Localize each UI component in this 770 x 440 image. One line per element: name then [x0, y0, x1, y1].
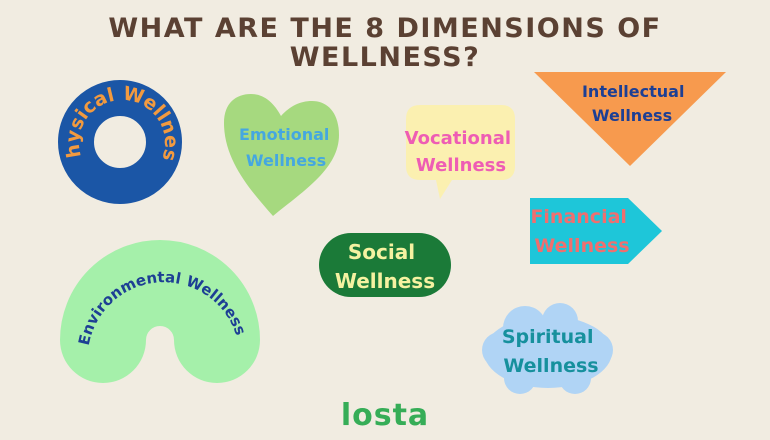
svg-text:Emotional Wellness: Emotional Wellness — [239, 125, 335, 170]
page-title: WHAT ARE THE 8 DIMENSIONS OF WELLNESS? — [0, 14, 770, 72]
vocational-label-1: Vocational — [405, 128, 511, 149]
social-wellness: Social Wellness — [319, 233, 451, 297]
svg-text:Intellectual Wellness: Intellectual Wellness — [582, 82, 690, 125]
svg-text:Social Wellness: Social Wellness — [335, 240, 435, 293]
financial-wellness: Financial Wellness — [530, 198, 662, 264]
spiritual-label-2: Wellness — [503, 355, 598, 377]
physical-wellness: Physical Wellness — [0, 0, 182, 204]
environmental-wellness: Environmental Wellness — [60, 240, 260, 383]
physical-ring — [58, 80, 182, 204]
intellectual-label-2: Wellness — [592, 106, 672, 125]
svg-text:Vocational Wellness: Vocational Wellness — [405, 128, 518, 176]
losta-logo: losta — [340, 398, 430, 433]
emotional-wellness: Emotional Wellness — [224, 94, 339, 216]
financial-label-2: Wellness — [534, 235, 629, 257]
spiritual-wellness: Spiritual Wellness — [482, 303, 613, 394]
vocational-wellness: Vocational Wellness — [405, 105, 518, 199]
svg-text:Financial Wellness: Financial Wellness — [530, 206, 633, 257]
financial-label-1: Financial — [530, 206, 626, 228]
environmental-arch — [60, 240, 260, 383]
title-line-2: WELLNESS? — [289, 42, 481, 73]
social-label-1: Social — [348, 240, 415, 264]
emotional-label-1: Emotional — [239, 125, 329, 144]
financial-arrow — [530, 198, 662, 264]
intellectual-wellness: Intellectual Wellness — [534, 72, 726, 166]
social-pill — [319, 233, 451, 297]
emotional-heart — [224, 94, 339, 216]
vocational-label-2: Wellness — [416, 155, 506, 176]
title-line-1: WHAT ARE THE 8 DIMENSIONS OF — [108, 13, 662, 44]
social-label-2: Wellness — [335, 269, 435, 293]
svg-text:Spiritual Wellness: Spiritual Wellness — [502, 326, 600, 377]
intellectual-label-1: Intellectual — [582, 82, 684, 101]
intellectual-triangle — [534, 72, 726, 166]
vocational-bubble — [406, 105, 515, 199]
spiritual-cloud — [482, 303, 613, 394]
emotional-label-2: Wellness — [246, 151, 326, 170]
spiritual-label-1: Spiritual — [502, 326, 594, 348]
